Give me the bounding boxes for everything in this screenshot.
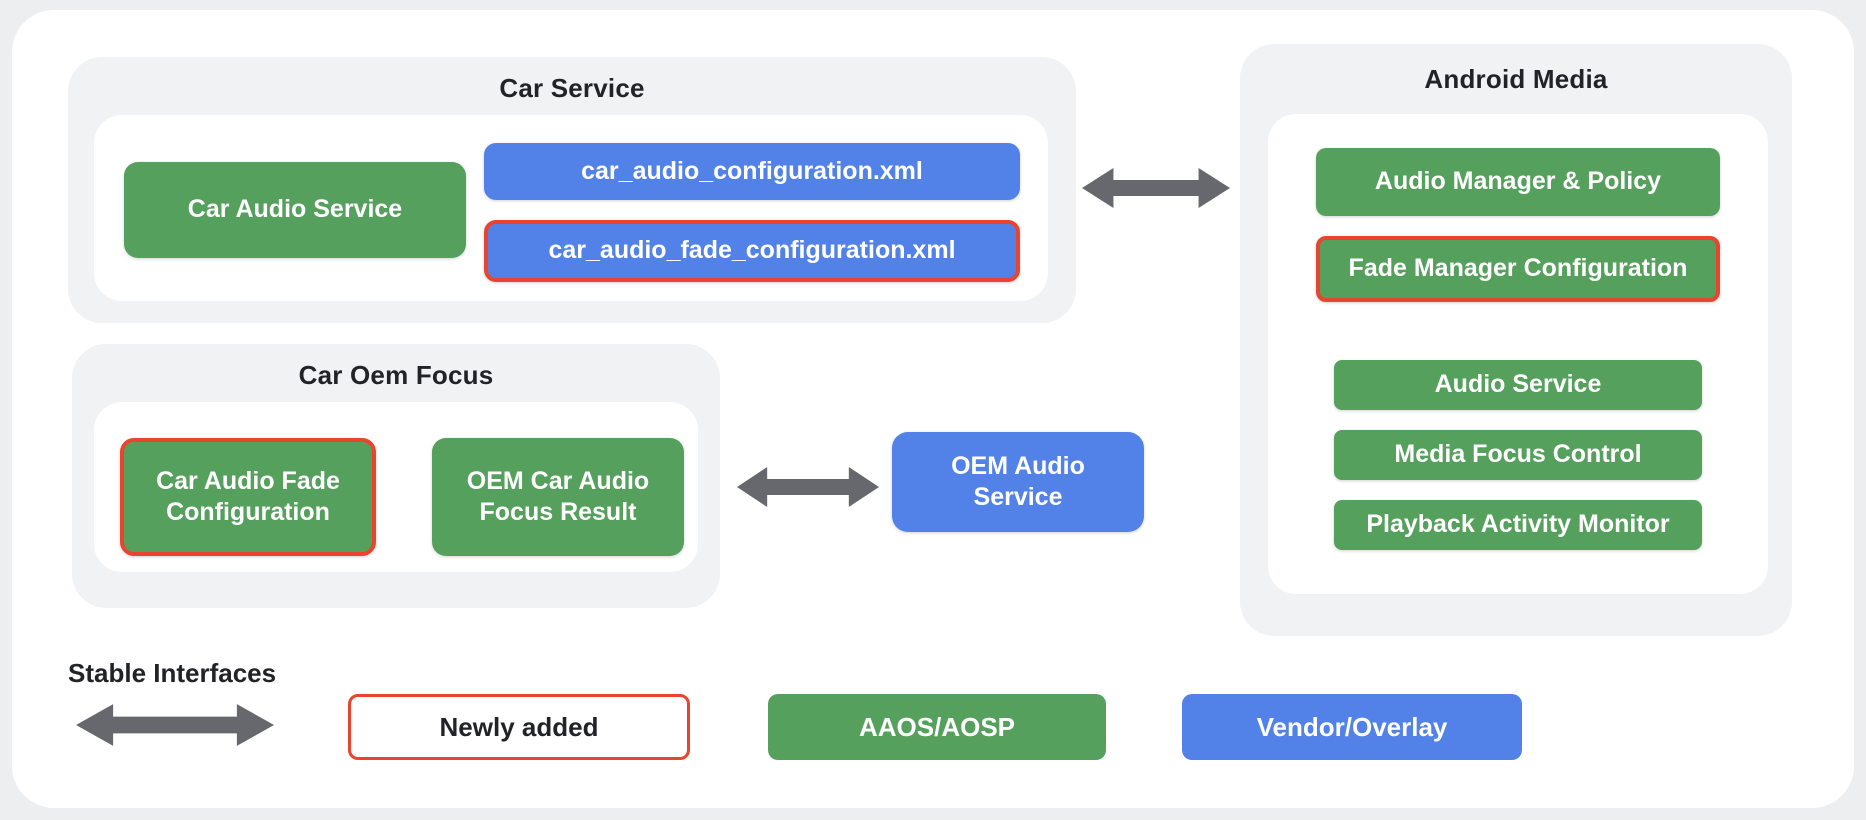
oem-audio-service-box: OEM Audio Service [892,432,1144,532]
car-audio-service-box: Car Audio Service [124,162,466,258]
bidirectional-arrow-icon [737,465,879,509]
fade-manager-configuration-box: Fade Manager Configuration [1316,236,1720,302]
car-oem-focus-group: Car Oem Focus Car Audio Fade Configurati… [72,344,720,608]
android-media-panel: Audio Manager & Policy Fade Manager Conf… [1268,114,1768,594]
car-audio-configuration-xml-box: car_audio_configuration.xml [484,143,1020,200]
car-oem-focus-title: Car Oem Focus [298,360,494,390]
aaos-aosp-legend-box: AAOS/AOSP [768,694,1106,760]
vendor-overlay-legend-box: Vendor/Overlay [1182,694,1522,760]
car-audio-fade-configuration-xml-box: car_audio_fade_configuration.xml [484,220,1020,282]
android-media-group: Android Media Audio Manager & Policy Fad… [1240,44,1792,636]
car-audio-fade-configuration-box: Car Audio Fade Configuration [120,438,376,556]
media-focus-control-box: Media Focus Control [1334,430,1702,480]
audio-manager-policy-box: Audio Manager & Policy [1316,148,1720,216]
android-media-title: Android Media [1424,64,1608,94]
audio-service-box: Audio Service [1334,360,1702,410]
stable-interfaces-label: Stable Interfaces [68,658,277,688]
car-service-group: Car Service Car Audio Service car_audio_… [68,57,1076,323]
bidirectional-arrow-icon [1082,166,1230,210]
car-service-panel: Car Audio Service car_audio_configuratio… [94,115,1048,301]
oem-car-audio-focus-result-box: OEM Car Audio Focus Result [432,438,684,556]
car-oem-focus-panel: Car Audio Fade Configuration OEM Car Aud… [94,402,698,572]
playback-activity-monitor-box: Playback Activity Monitor [1334,500,1702,550]
newly-added-legend-box: Newly added [348,694,690,760]
stable-interfaces-arrow-icon [76,702,274,748]
car-service-title: Car Service [499,73,645,103]
